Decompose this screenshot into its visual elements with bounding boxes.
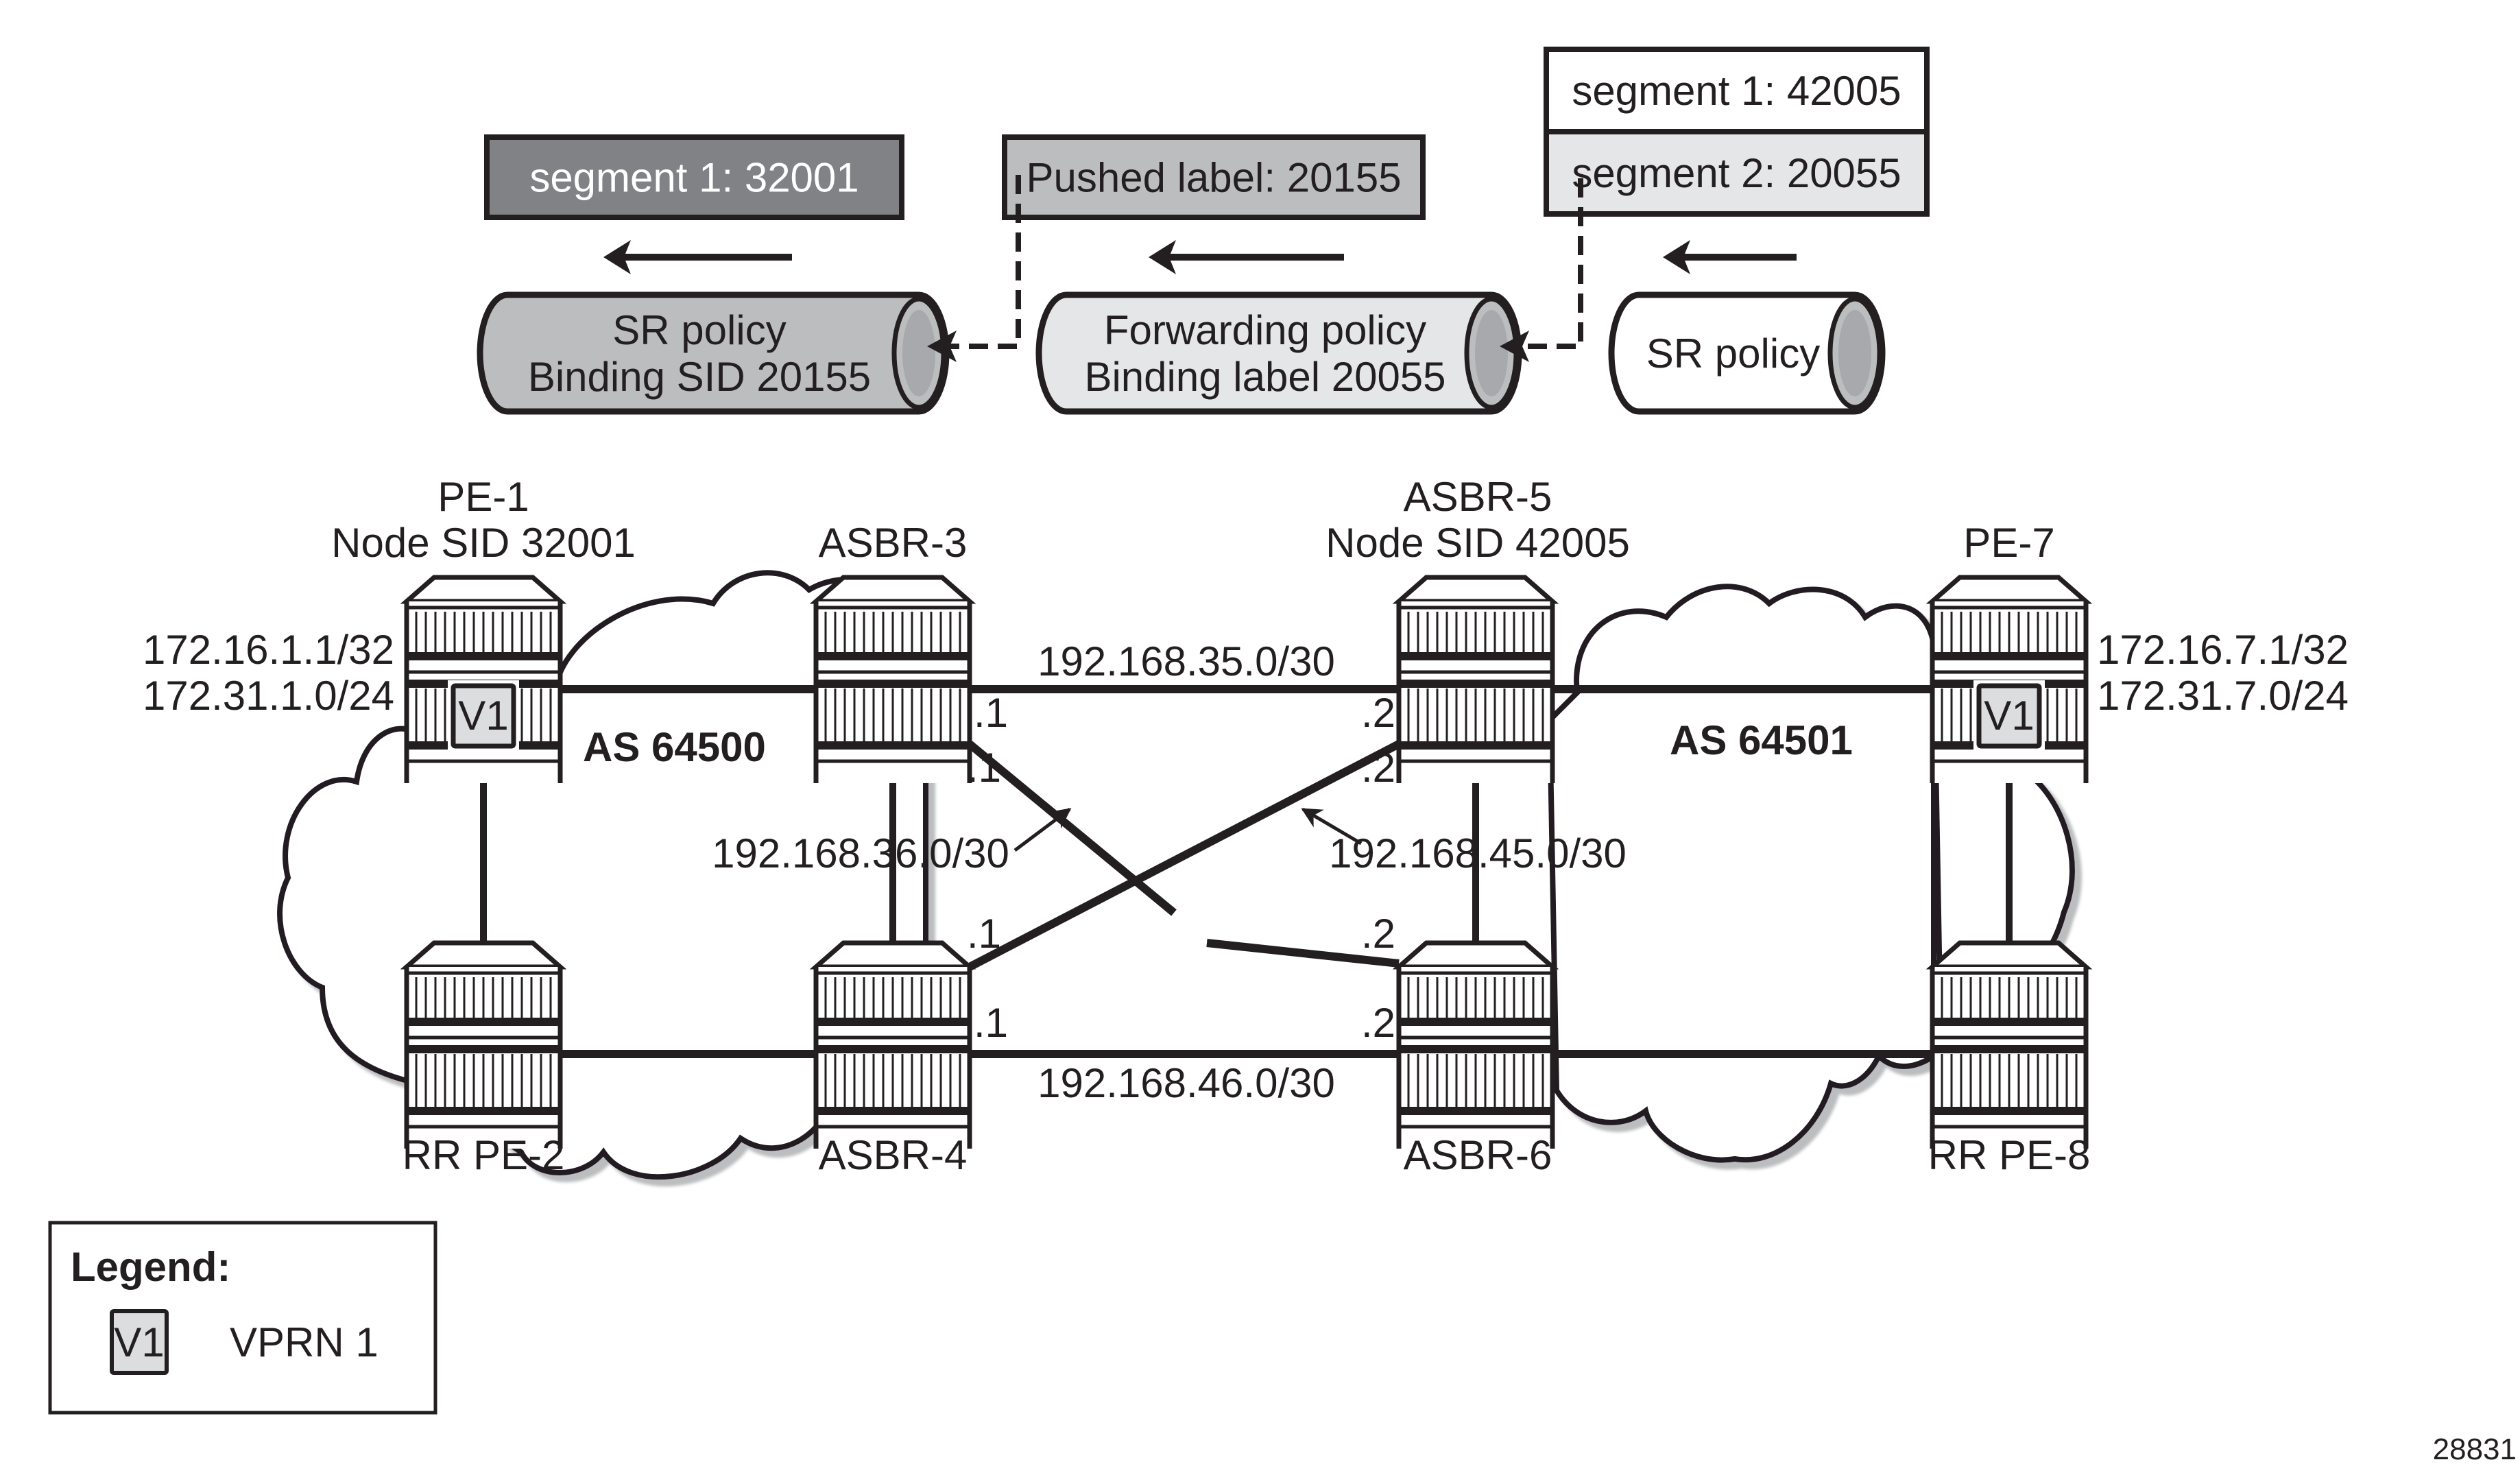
- vprn-pe-7-icon: [1976, 683, 2042, 749]
- node-sid-asbr-5: Node SID 42005: [1325, 520, 1630, 566]
- legend-vprn-symbol: [110, 1309, 169, 1375]
- label-row: [1002, 134, 1426, 220]
- label-row-text: segment 1: 42005: [1572, 68, 1901, 114]
- vprn-pe-7-label: V1: [1984, 693, 2034, 739]
- label-stacks-layer: segment 1: 32001 Pushed label: 20155 segme…: [484, 47, 1930, 220]
- connector-segment-stack: [1515, 178, 1583, 349]
- node-sid-pe-1: Node SID 32001: [331, 520, 636, 566]
- iface-asbr-5-35: .2: [1361, 690, 1395, 736]
- router-asbr-3[interactable]: [809, 575, 976, 783]
- router-asbr-6[interactable]: [1392, 940, 1559, 1149]
- iface-asbr-3-35: .1: [974, 690, 1008, 736]
- link-asbr-3-asbr-6-a[interactable]: [967, 741, 1177, 916]
- dashed-connectors: [927, 175, 1583, 362]
- legend-title: Legend:: [71, 1244, 230, 1290]
- node-name-asbr-3: ASBR-3: [819, 520, 968, 566]
- prefix-pe-7-vprn: 172.31.7.0/24: [2097, 673, 2349, 719]
- label-row-text: Pushed label: 20155: [1026, 155, 1401, 201]
- direction-arrows: [603, 240, 1797, 274]
- node-name-asbr-5: ASBR-5: [1404, 474, 1552, 520]
- vprn-pe-1-label: V1: [458, 693, 508, 739]
- figure-id: 28831: [2433, 1433, 2517, 1466]
- subnet-35: 192.168.35.0/30: [1037, 638, 1335, 684]
- as-label-64501: AS 64501: [1670, 717, 1853, 763]
- router-asbr-5[interactable]: [1392, 575, 1559, 783]
- router-rr-pe-2[interactable]: [400, 940, 567, 1149]
- link-asbr-4-asbr-5[interactable]: [968, 740, 1401, 971]
- prefix-pe-1-vprn: 172.31.1.0/24: [143, 673, 394, 719]
- prefix-pe-1-loopback: 172.16.1.1/32: [143, 627, 394, 673]
- text-layer: PE-1 Node SID 32001 ASBR-3 ASBR-5 Node S…: [143, 474, 2517, 1466]
- subnet-46: 192.168.46.0/30: [1037, 1060, 1335, 1106]
- node-name-rr-pe-2: RR PE-2: [403, 1132, 565, 1178]
- policy-text: SR policy: [612, 307, 786, 353]
- pointer-192-168-45: [1301, 807, 1363, 846]
- prefix-pe-7-loopback: 172.16.7.1/32: [2097, 627, 2349, 673]
- legend-vprn-symbol-text: V1: [114, 1319, 164, 1365]
- iface-asbr-3-36: .1: [967, 745, 1001, 791]
- vprn-pe-1-icon: [451, 683, 516, 749]
- left-arrow-icon: [1149, 240, 1344, 274]
- label-stack-1: segment 1: 32001: [484, 134, 904, 220]
- label-row: [1544, 129, 1930, 217]
- link-asbr-3-asbr-6-b[interactable]: [1206, 939, 1400, 968]
- left-arrow-icon: [603, 240, 792, 274]
- policy-text: Forwarding policy: [1104, 307, 1426, 353]
- label-row-text: segment 2: 20055: [1572, 150, 1901, 196]
- iface-asbr-5-45: .2: [1361, 745, 1395, 791]
- label-stack-3: segment 1: 42005 segment 2: 20055: [1544, 47, 1930, 217]
- router-pe-1[interactable]: V1: [400, 575, 567, 783]
- left-arrow-icon: [1663, 240, 1797, 274]
- label-row-text: segment 1: 32001: [529, 155, 859, 201]
- node-name-rr-pe-8: RR PE-8: [1928, 1132, 2091, 1178]
- policy-text: Binding SID 20155: [528, 354, 871, 400]
- subnet-45: 192.168.45.0/30: [1329, 830, 1627, 876]
- iface-asbr-4-45: .1: [967, 911, 1001, 957]
- label-row: [484, 134, 904, 220]
- node-name-asbr-6: ASBR-6: [1404, 1132, 1552, 1178]
- legend: Legend: V1 VPRN 1: [48, 1221, 437, 1415]
- policy-text: Binding label 20055: [1084, 354, 1445, 400]
- arrowhead-icon: [1500, 331, 1529, 362]
- as-label-64500: AS 64500: [583, 724, 766, 770]
- arrowhead-icon: [927, 331, 957, 362]
- node-name-pe-7: PE-7: [1963, 520, 2054, 566]
- iface-asbr-4-46: .1: [974, 1000, 1008, 1046]
- router-rr-pe-8[interactable]: [1925, 940, 2093, 1149]
- policy-text: SR policy: [1646, 331, 1820, 376]
- subnet-pointer-arrows: [1013, 807, 1363, 852]
- router-pe-7[interactable]: V1: [1925, 575, 2093, 783]
- node-name-pe-1: PE-1: [437, 474, 529, 520]
- links-layer: [480, 685, 2013, 1058]
- policy-sr-policy-2[interactable]: SR policy: [1608, 291, 1886, 415]
- router-asbr-4[interactable]: [809, 940, 976, 1149]
- node-name-asbr-4: ASBR-4: [819, 1132, 968, 1178]
- routers-layer: V1 V1: [400, 575, 2093, 1149]
- label-row: [1544, 47, 1930, 134]
- pointer-192-168-36: [1013, 808, 1072, 852]
- iface-asbr-6-36: .2: [1361, 911, 1395, 957]
- subnet-36: 192.168.36.0/30: [712, 830, 1009, 876]
- iface-asbr-6-46: .2: [1361, 1000, 1395, 1046]
- label-stack-2: Pushed label: 20155: [1002, 134, 1426, 220]
- legend-vprn-label: VPRN 1: [230, 1319, 379, 1365]
